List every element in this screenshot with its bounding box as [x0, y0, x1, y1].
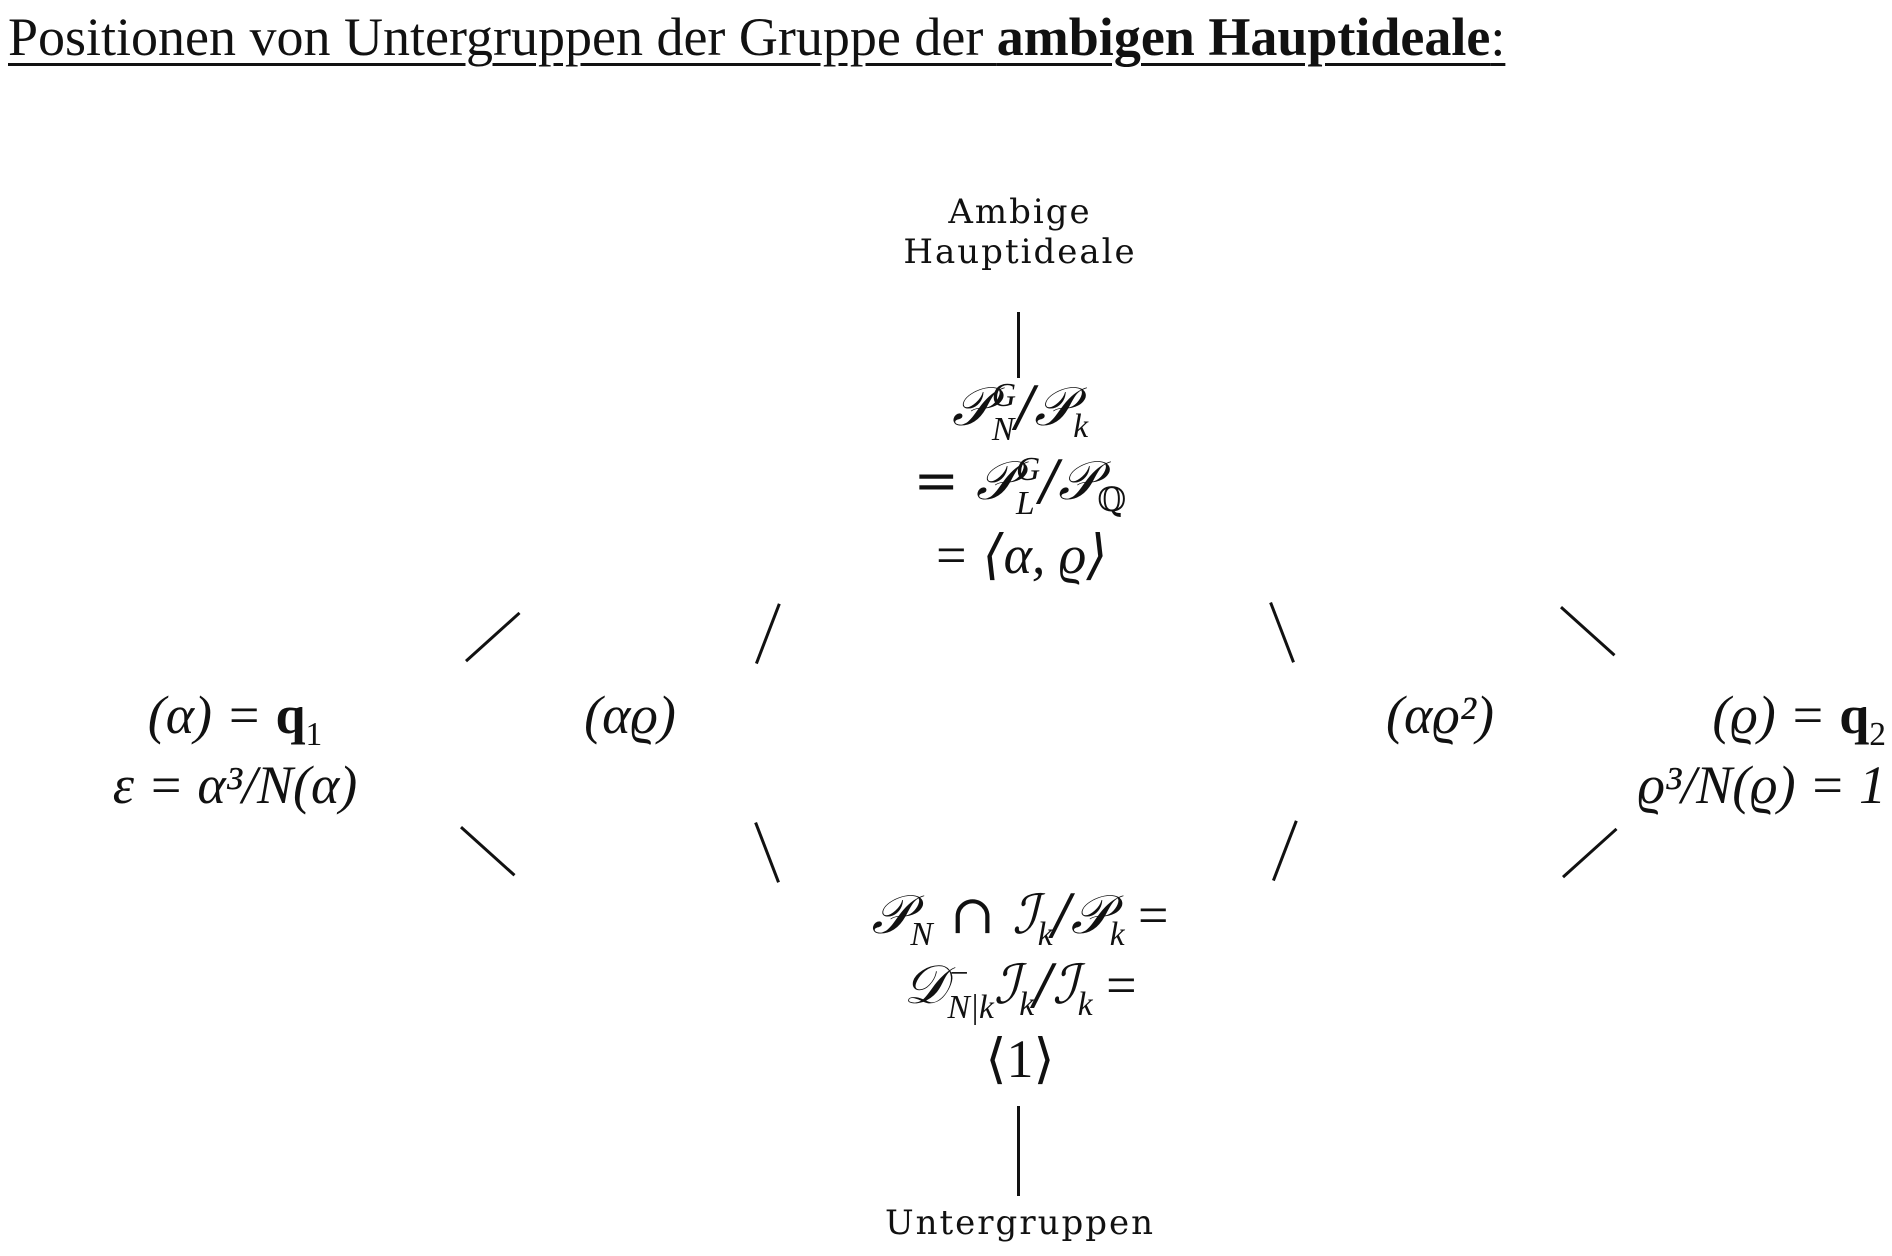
connector-bottom-left-outer	[460, 826, 516, 877]
right-node-q: q	[1839, 685, 1870, 745]
connector-top-vertical	[1017, 312, 1020, 378]
title-bold: ambigen Hauptideale	[996, 7, 1491, 67]
left-node-line2: ε = α³/N(α)	[112, 755, 358, 816]
right-node-line1: (ϱ) = q2	[1500, 680, 1892, 753]
top-node-sub-Q: ℚ	[1097, 481, 1127, 519]
mid-left-node: (αϱ)	[540, 680, 720, 750]
mid-right-node-text: (αϱ²)	[1386, 685, 1494, 745]
connector-bottom-right-inner	[1272, 820, 1298, 881]
left-node-q: q	[275, 685, 306, 745]
bottom-node-sub-k1: k	[1037, 915, 1053, 953]
connector-bottom-left-inner	[754, 822, 780, 883]
top-node-sub2: L	[1015, 484, 1035, 522]
left-node-sub: 1	[305, 715, 323, 753]
top-node-sub1: N	[991, 410, 1015, 448]
bottom-node-I2: ℐ	[993, 953, 1020, 1017]
top-node-sub-k: k	[1073, 407, 1089, 445]
connector-bottom-right-outer	[1562, 827, 1618, 878]
bottom-label-text: Untergruppen	[884, 1203, 1156, 1243]
top-label-line1: Ambige	[948, 192, 1092, 232]
bottom-node-D: 𝒟	[903, 953, 947, 1017]
bottom-node-P1: 𝒫	[871, 883, 911, 946]
bottom-node-supsub: −N|k	[948, 957, 994, 1024]
top-label-line2: Hauptideale	[903, 232, 1137, 273]
top-node-sup2: G	[1015, 451, 1041, 489]
top-node-P1: 𝒫	[951, 375, 991, 438]
bottom-node-eq1: =	[1124, 885, 1169, 945]
right-node-rho: (ϱ) =	[1712, 685, 1840, 745]
mid-right-node: (αϱ²)	[1330, 680, 1550, 750]
right-node-sub: 2	[1869, 715, 1886, 753]
top-node-P3: = 𝒫	[913, 449, 1015, 513]
top-node-P2: /𝒫	[1016, 375, 1074, 438]
left-node: (α) = q1 ε = α³/N(α)	[40, 680, 430, 820]
bottom-node-I1: ∩ ℐ	[932, 883, 1038, 946]
bottom-node-P2: /𝒫	[1052, 883, 1110, 946]
mid-left-node-text: (αϱ)	[584, 685, 676, 745]
left-node-line1: (α) = q1	[40, 680, 430, 753]
bottom-node-sub-k2: k	[1109, 915, 1125, 953]
title-suffix: :	[1490, 7, 1506, 67]
top-node-P4: /𝒫	[1040, 449, 1098, 513]
page-title: Positionen von Untergruppen der Gruppe d…	[8, 7, 1506, 67]
bottom-label: Untergruppen	[850, 1203, 1190, 1243]
connector-top-left-outer	[465, 611, 521, 662]
bottom-node-sup: −	[947, 955, 971, 993]
bottom-node-line1: 𝒫N ∩ ℐk/𝒫k =	[780, 880, 1260, 953]
connector-bottom-vertical	[1017, 1106, 1020, 1196]
bottom-node-sub-N: N	[910, 915, 933, 953]
connector-top-right-outer	[1560, 606, 1616, 657]
title-prefix: Positionen von Untergruppen der Gruppe d…	[8, 7, 997, 67]
bottom-node-sub-k4: k	[1077, 985, 1093, 1023]
bottom-node-sub-Nk: N|k	[947, 988, 994, 1026]
bottom-node-I3: /ℐ	[1034, 953, 1078, 1017]
left-node-alpha: (α) =	[147, 685, 276, 745]
bottom-node-eq2: =	[1092, 955, 1137, 1016]
top-node-line3: = ⟨α, ϱ⟩	[932, 525, 1108, 586]
connector-top-left-inner	[755, 603, 781, 664]
bottom-node-sub-k3: k	[1019, 985, 1035, 1023]
right-node-line2: ϱ³/N(ϱ) = 1	[1637, 755, 1886, 816]
top-label: Ambige Hauptideale	[850, 192, 1190, 272]
bottom-node-line3: ⟨1⟩	[985, 1029, 1055, 1090]
connector-top-right-inner	[1269, 602, 1295, 663]
right-node: (ϱ) = q2 ϱ³/N(ϱ) = 1	[1500, 680, 1892, 820]
top-node-sup1: G	[991, 377, 1017, 415]
